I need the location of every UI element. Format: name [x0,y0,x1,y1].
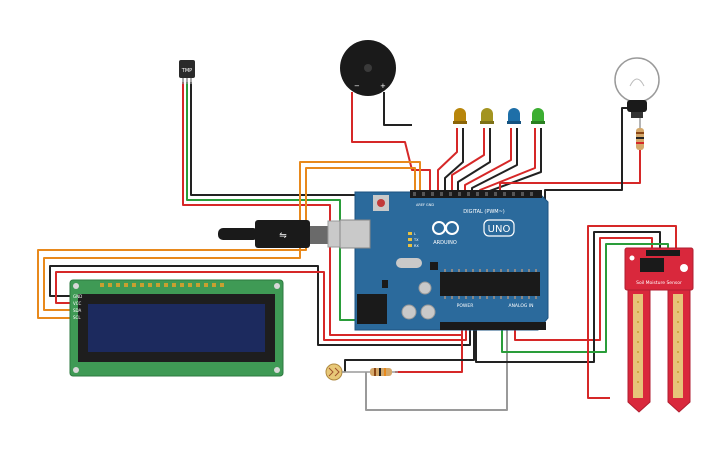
wire-lcd-vcc [55,271,467,341]
wire-lamp-black [544,107,634,208]
soil-probe-left [633,294,643,398]
regulator [382,280,388,288]
buzzer-plus: + [380,82,386,90]
lcd-display[interactable]: GND VCC SDA SCL [69,279,284,377]
light-bulb[interactable] [614,57,660,118]
capacitor-3 [418,281,432,295]
lcd-pin-sda: SDA [73,308,82,313]
power-jack [357,294,387,324]
wire-orange-sda [43,161,421,311]
wire-tmp-red [182,82,462,336]
wire-soil-red2 [587,225,677,399]
aref-label: AREF [416,203,425,207]
soil-header [646,250,680,256]
usb-icon: ⇋ [279,231,287,241]
tmp-label: TMP [181,68,192,74]
digital-label: DIGITAL (PWM~) [463,209,505,215]
chip-pins [444,269,537,299]
small-chip [430,262,438,270]
probe-dots [637,301,679,383]
photoresistor[interactable] [325,363,345,381]
buzzer-minus: − [354,82,360,90]
crystal [396,258,422,268]
wire-lcd-gnd [49,265,471,346]
lcd-pin-scl: SCL [73,315,81,320]
arduino-logo: ARDUINO [432,221,459,246]
led-green[interactable] [531,108,545,124]
l-led-label: L [414,232,416,236]
wire-ldr-red [395,330,463,373]
lcd-pin-vcc: VCC [73,301,82,306]
usb-jack [339,219,371,249]
reset-button-cap[interactable] [377,199,385,207]
soil-logo [680,264,688,272]
lcd-screen [88,304,265,352]
capacitor-1 [401,304,417,320]
led-amber[interactable] [453,108,467,124]
wire-buzzer-black [383,92,412,126]
tx-label: TX [413,238,419,242]
wire-ldr-black [344,330,475,372]
wire-soil-black [475,231,661,363]
brand-label: ARDUINO [433,240,457,246]
soil-label: Soil Moisture Sensor [636,280,682,286]
wire-orange-scl [37,167,416,319]
lamp-resistor[interactable] [636,118,644,150]
lcd-pin-gnd: GND [73,294,82,299]
gnd-label: GND [426,203,434,207]
wire-soil-red [514,237,653,341]
led-blue[interactable] [507,108,521,124]
wire-buzzer-red [351,92,431,208]
arduino-uno-board[interactable]: AREF GND DIGITAL (PWM~) POWER ANALOG IN … [339,190,549,331]
temperature-sensor[interactable]: TMP [179,60,195,84]
analog-label: ANALOG IN [508,303,533,309]
power-header [440,322,500,330]
soil-chip [640,258,664,272]
soil-moisture-sensor[interactable]: Soil Moisture Sensor [624,247,694,413]
rx-label: RX [414,244,419,248]
piezo-buzzer[interactable]: − + [340,40,396,96]
analog-header [500,322,546,330]
atmega-chip [440,272,540,296]
power-label: POWER [457,303,474,309]
lcd-header-pins [100,283,224,287]
wire-led1 [437,128,458,208]
soil-probe-right [673,294,683,398]
ldr-resistor[interactable] [342,368,398,376]
digital-header-pins [413,192,533,196]
capacitor-2 [420,304,436,320]
wire-soil-green [501,243,669,353]
wire-ldr-gray [365,330,508,411]
wire-tmp-black [190,82,436,208]
led-olive[interactable] [480,108,494,124]
model-label: UNO [488,224,511,235]
